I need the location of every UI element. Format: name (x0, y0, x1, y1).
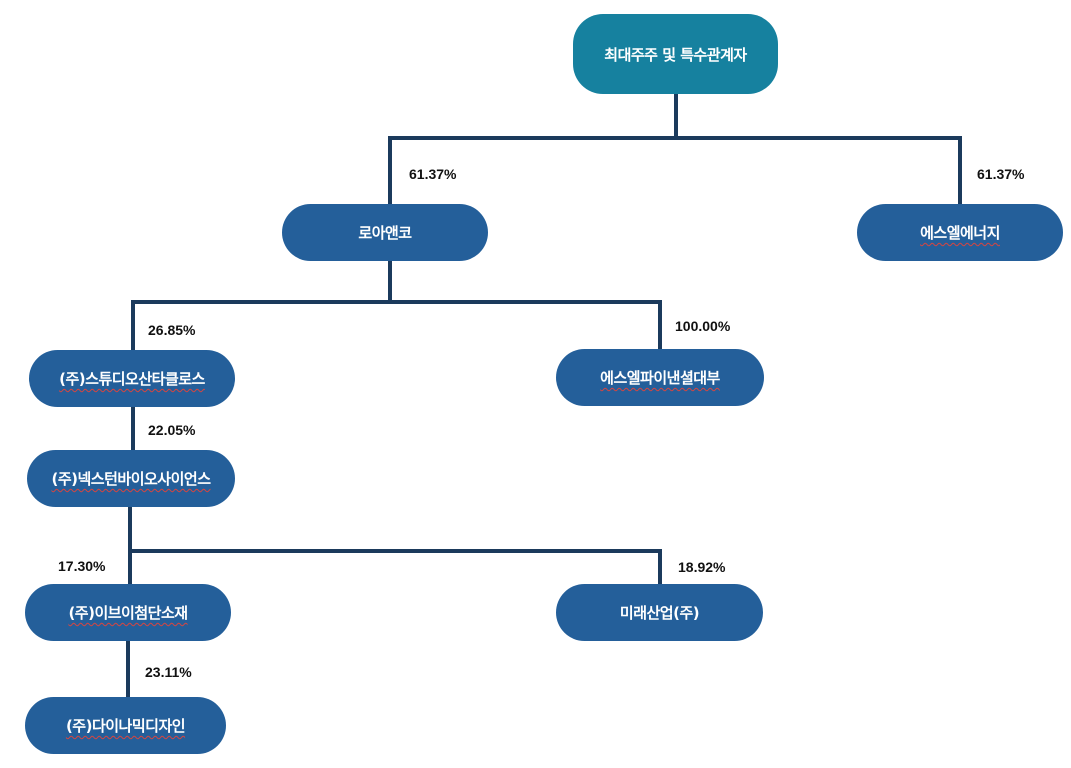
node-nexten-bio-label: (주)넥스턴바이오사이언스 (51, 470, 211, 488)
connector-nexten-branch (128, 504, 662, 587)
node-sl-finance-label: 에스엘파이낸셜대부 (600, 369, 720, 387)
pct-evi-to-dynamic: 23.11% (145, 664, 192, 680)
node-dynamic-design: (주)다이나믹디자인 (25, 697, 226, 754)
node-root: 최대주주 및 특수관계자 (573, 14, 778, 94)
node-dynamic-design-label: (주)다이나믹디자인 (65, 717, 186, 735)
pct-roa-co-to-studio: 26.85% (148, 322, 196, 338)
node-sl-energy: 에스엘에너지 (857, 204, 1063, 261)
pct-root-to-sl-energy: 61.37% (977, 166, 1025, 182)
node-roa-co: 로아앤코 (282, 204, 488, 261)
node-mirae-industry-label: 미래산업(주) (619, 604, 700, 622)
node-studio-santa-claus: (주)스튜디오산타클로스 (29, 350, 235, 407)
node-sl-energy-label: 에스엘에너지 (920, 224, 1000, 242)
pct-studio-to-nexten: 22.05% (148, 422, 196, 438)
node-mirae-industry: 미래산업(주) (556, 584, 763, 641)
node-roa-co-label: 로아앤코 (358, 224, 412, 242)
node-root-label: 최대주주 및 특수관계자 (604, 45, 747, 64)
pct-nexten-to-evi: 17.30% (58, 558, 106, 574)
node-sl-finance: 에스엘파이낸셜대부 (556, 349, 764, 406)
pct-root-to-roa-co: 61.37% (409, 166, 457, 182)
node-evi-advanced-label: (주)이브이첨단소재 (68, 604, 188, 622)
node-evi-advanced: (주)이브이첨단소재 (25, 584, 231, 641)
node-studio-santa-claus-label: (주)스튜디오산타클로스 (59, 370, 205, 388)
connector-root-branch (388, 90, 962, 208)
connector-roa-branch (131, 258, 662, 354)
pct-nexten-to-mirae: 18.92% (678, 559, 726, 575)
node-nexten-bio: (주)넥스턴바이오사이언스 (27, 450, 235, 507)
pct-roa-co-to-sl-finance: 100.00% (675, 318, 731, 334)
